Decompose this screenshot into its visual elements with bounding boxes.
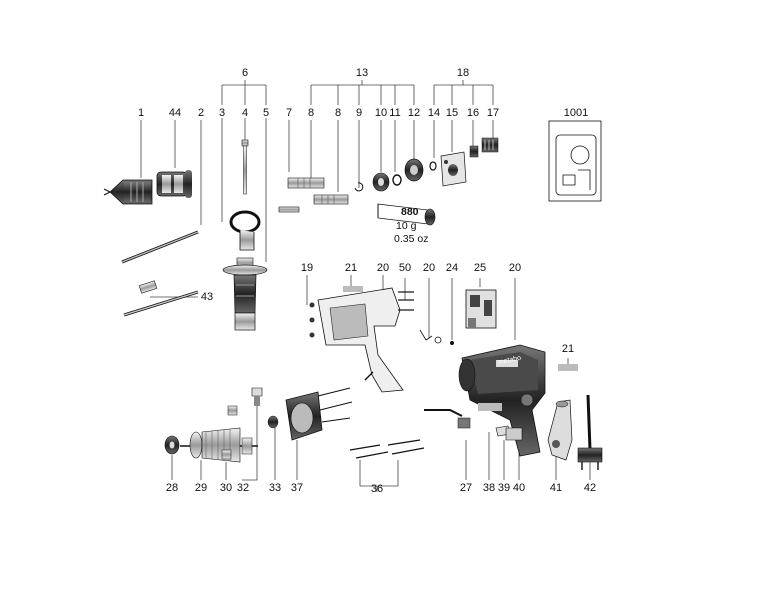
part-number-10: 10 bbox=[374, 107, 388, 119]
part-number-16: 16 bbox=[466, 107, 480, 119]
handle-screw bbox=[241, 139, 249, 195]
cable-27 bbox=[424, 409, 471, 429]
chuck-key bbox=[123, 280, 199, 317]
part-number-24: 24 bbox=[445, 262, 459, 274]
grease-code: 880 bbox=[401, 206, 419, 218]
grease-amount-oz: 0.35 oz bbox=[394, 233, 429, 245]
trigger-switch bbox=[465, 289, 497, 329]
part-number-44: 44 bbox=[168, 107, 182, 119]
part-number-11: 11 bbox=[389, 107, 401, 119]
part-40-clip bbox=[505, 427, 523, 441]
gear-wheel bbox=[404, 158, 424, 182]
part-number-21b: 21 bbox=[561, 343, 575, 355]
accessory-case-box bbox=[548, 120, 602, 202]
part-number-28: 28 bbox=[165, 482, 179, 494]
keyless-chuck bbox=[156, 170, 192, 198]
part-number-30: 30 bbox=[219, 482, 233, 494]
housing-half-left bbox=[309, 287, 404, 393]
part-24-screw bbox=[450, 341, 454, 345]
part-16-switch bbox=[469, 145, 479, 158]
rating-label-2 bbox=[558, 364, 578, 371]
group-label-18: 18 bbox=[456, 67, 470, 79]
armature-bearing bbox=[164, 435, 180, 455]
group-label-36: 36 bbox=[370, 483, 384, 495]
part-number-20a: 20 bbox=[376, 262, 390, 274]
gear-plate bbox=[440, 151, 467, 187]
part-number-7: 7 bbox=[285, 107, 293, 119]
part-number-1001: 1001 bbox=[563, 107, 589, 119]
part-number-38: 38 bbox=[482, 482, 496, 494]
part-number-43: 43 bbox=[200, 291, 214, 303]
ball-bearing bbox=[372, 172, 390, 192]
part-number-3: 3 bbox=[218, 107, 226, 119]
part-number-41: 41 bbox=[549, 482, 563, 494]
grease-amount: 10 g bbox=[396, 220, 417, 232]
cable-guard bbox=[547, 399, 573, 461]
part-20-washer bbox=[434, 336, 442, 344]
part-number-15: 15 bbox=[445, 107, 459, 119]
part-number-19: 19 bbox=[300, 262, 314, 274]
part-number-33: 33 bbox=[268, 482, 282, 494]
group-label-13: 13 bbox=[355, 67, 369, 79]
part-number-25: 25 bbox=[473, 262, 487, 274]
part-7-pin bbox=[278, 206, 300, 213]
field-stator bbox=[285, 387, 353, 441]
part-number-40: 40 bbox=[512, 482, 526, 494]
part-number-37: 37 bbox=[290, 482, 304, 494]
circlip bbox=[354, 182, 364, 192]
part-number-39: 39 bbox=[497, 482, 511, 494]
side-handle bbox=[222, 257, 268, 331]
part-number-20b: 20 bbox=[422, 262, 436, 274]
armature-ring bbox=[267, 415, 279, 429]
spindle-shaft bbox=[313, 194, 349, 205]
part-14-ring bbox=[429, 161, 437, 171]
armature bbox=[180, 427, 258, 463]
part-number-27: 27 bbox=[459, 482, 473, 494]
part-number-17: 17 bbox=[486, 107, 500, 119]
part-17-slider bbox=[481, 137, 499, 153]
part-number-12: 12 bbox=[407, 107, 421, 119]
ring bbox=[392, 174, 402, 186]
part-number-29: 29 bbox=[194, 482, 208, 494]
carbon-brush-top bbox=[227, 405, 238, 416]
part-number-2: 2 bbox=[197, 107, 205, 119]
group-label-6: 6 bbox=[241, 67, 249, 79]
carbon-brush-bottom bbox=[221, 449, 232, 460]
drill-chuck bbox=[103, 179, 153, 205]
handle-clamp bbox=[229, 210, 261, 251]
screws-50 bbox=[398, 291, 414, 311]
part-number-9: 9 bbox=[355, 107, 363, 119]
brush-holder bbox=[251, 387, 263, 406]
part-20-spring bbox=[419, 329, 433, 341]
part-number-21a: 21 bbox=[344, 262, 358, 274]
connecting-cables bbox=[349, 439, 425, 459]
part-number-14: 14 bbox=[427, 107, 441, 119]
part-number-8b: 8 bbox=[334, 107, 342, 119]
drill-assembly bbox=[458, 344, 546, 457]
part-number-50: 50 bbox=[398, 262, 412, 274]
power-cord bbox=[577, 394, 603, 470]
part-number-4: 4 bbox=[241, 107, 249, 119]
spindle bbox=[287, 177, 325, 189]
part-number-42: 42 bbox=[583, 482, 597, 494]
depth-stop-rod bbox=[121, 230, 199, 264]
part-number-5: 5 bbox=[262, 107, 270, 119]
rating-label bbox=[343, 286, 363, 292]
part-number-32: 32 bbox=[236, 482, 250, 494]
part-number-1: 1 bbox=[137, 107, 145, 119]
part-number-8: 8 bbox=[307, 107, 315, 119]
part-number-20c: 20 bbox=[508, 262, 522, 274]
label-38 bbox=[478, 403, 502, 411]
grease-tube bbox=[377, 203, 436, 226]
leader-lines bbox=[140, 80, 591, 492]
